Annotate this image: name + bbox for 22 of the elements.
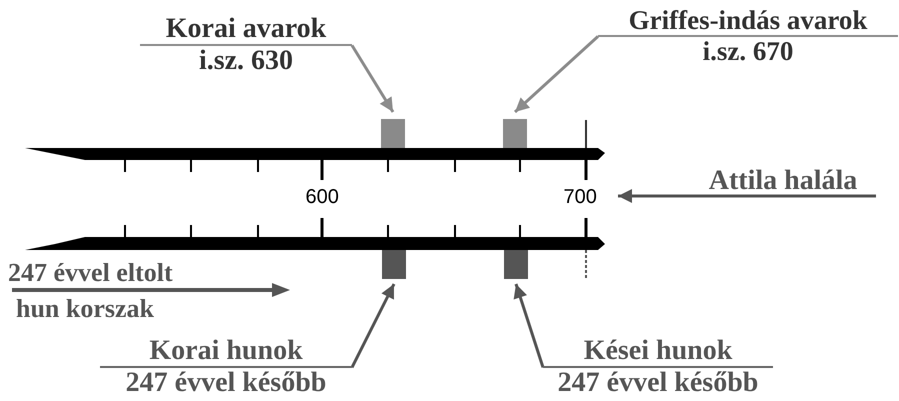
period-marker <box>503 119 527 148</box>
annotation-title: Attila halála <box>708 166 858 196</box>
arrow <box>514 284 544 368</box>
annotation-subtitle: 247 évvel később <box>556 368 760 398</box>
period-marker <box>382 250 406 279</box>
arrow <box>350 283 396 368</box>
arrow <box>514 35 600 114</box>
period-marker <box>504 250 528 279</box>
tick-label: 600 <box>306 186 339 209</box>
annotation-subtitle: 247 évvel később <box>124 368 328 398</box>
arrow <box>618 189 876 203</box>
annotation-title: Griffes-indás avarok <box>598 6 898 38</box>
annotation-title: Korai hunok <box>100 336 352 368</box>
tick-label: 700 <box>564 186 597 209</box>
period-label: hun korszak <box>16 294 154 324</box>
annotation-subtitle: i.sz. 630 <box>198 46 294 76</box>
annotation-title: Kései hunok <box>543 336 773 368</box>
period-label: 247 évvel eltolt <box>8 258 173 288</box>
arrow <box>350 44 394 113</box>
period-marker <box>381 119 405 148</box>
annotation-title: Korai avarok <box>140 14 352 46</box>
annotation-subtitle: i.sz. 670 <box>702 37 794 66</box>
